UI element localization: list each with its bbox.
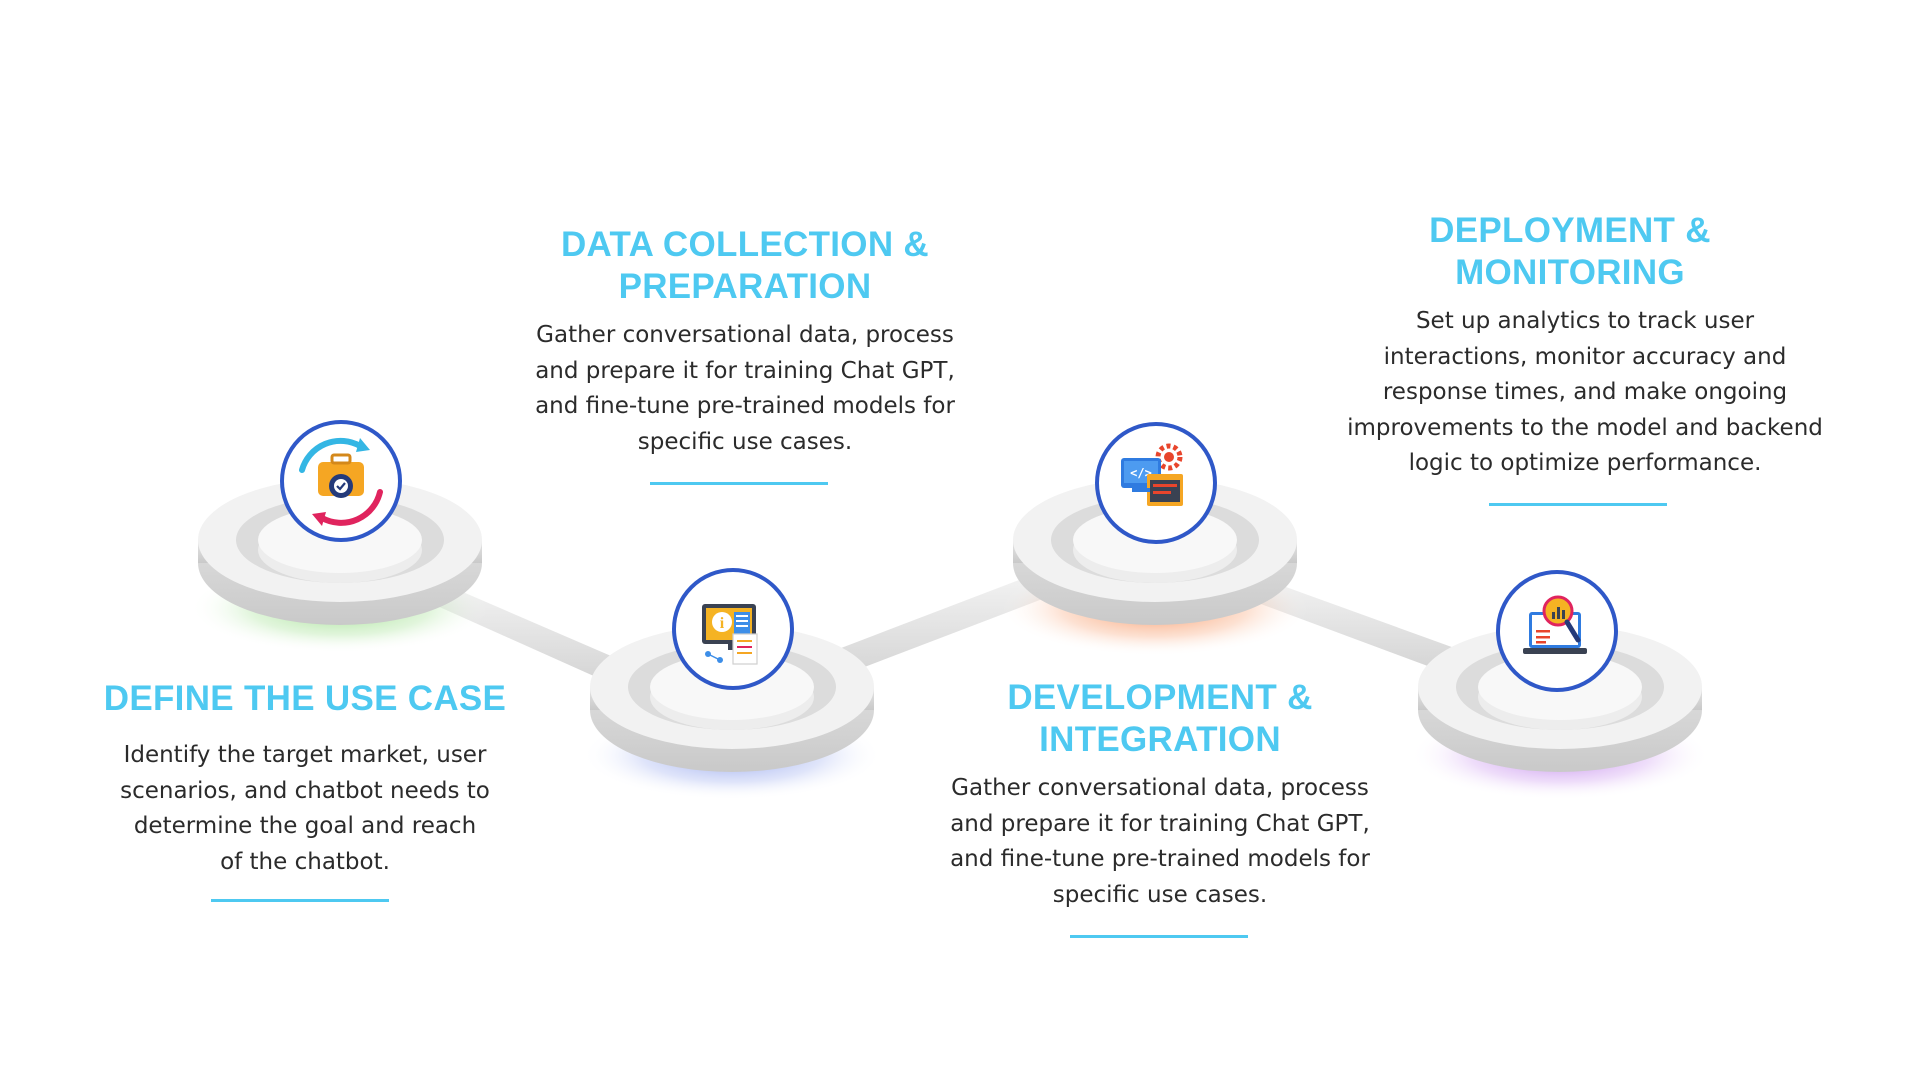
- step-title: DEFINE THE USE CASE: [90, 678, 520, 720]
- desc-line: and fine-tune pre-trained models for: [535, 393, 955, 419]
- step-data-underline: [650, 482, 828, 485]
- icon-badge-dev: </>: [1095, 422, 1217, 544]
- beam-2-3: [815, 570, 1045, 686]
- analytics-laptop-magnifier-icon: [1523, 595, 1587, 654]
- step-description: Set up analytics to track user interacti…: [1300, 304, 1870, 482]
- title-line: PREPARATION: [618, 267, 872, 306]
- desc-line: specific use cases.: [637, 428, 853, 455]
- target-briefcase-cycle-icon: [299, 437, 383, 526]
- icon-badge-deploy: [1496, 570, 1618, 692]
- info-monitor-document-icon: i: [702, 604, 758, 665]
- icon-badge-data: i: [672, 568, 794, 690]
- code-window-gear-icon: </>: [1121, 443, 1183, 506]
- step-description: Gather conversational data, process and …: [920, 771, 1400, 913]
- step-data: DATA COLLECTION & PREPARATION Gather con…: [505, 224, 985, 460]
- connector-beams: [435, 570, 1460, 690]
- desc-line: and prepare it for training Chat GPT,: [950, 810, 1370, 837]
- desc-line: Gather conversational data, process: [951, 775, 1369, 801]
- icon-badge-define: [280, 420, 402, 542]
- desc-line: Identify the target market, user: [123, 742, 487, 768]
- step-description: Identify the target market, user scenari…: [90, 738, 520, 880]
- step-title: DATA COLLECTION & PREPARATION: [505, 224, 985, 308]
- step-dev: DEVELOPMENT & INTEGRATION Gather convers…: [920, 677, 1400, 913]
- desc-line: interactions, monitor accuracy and: [1383, 343, 1787, 370]
- step-deploy-underline: [1489, 503, 1667, 506]
- step-title: DEVELOPMENT & INTEGRATION: [920, 677, 1400, 761]
- desc-line: Gather conversational data, process: [536, 322, 954, 348]
- title-line: DEVELOPMENT &: [1007, 678, 1313, 717]
- desc-line: Set up analytics to track user: [1415, 308, 1755, 334]
- title-line: MONITORING: [1455, 253, 1685, 292]
- title-line: INTEGRATION: [1039, 720, 1281, 759]
- step-title: DEPLOYMENT & MONITORING: [1300, 210, 1840, 294]
- desc-line: specific use cases.: [1052, 881, 1268, 908]
- desc-line: scenarios, and chatbot needs to: [120, 777, 490, 804]
- step-define: DEFINE THE USE CASE Identify the target …: [90, 678, 520, 880]
- svg-text:</>: </>: [1130, 466, 1152, 480]
- svg-text:i: i: [720, 615, 725, 632]
- desc-line: improvements to the model and backend: [1347, 414, 1823, 441]
- desc-line: of the chatbot.: [220, 848, 390, 875]
- desc-line: and fine-tune pre-trained models for: [950, 846, 1370, 872]
- desc-line: logic to optimize performance.: [1408, 450, 1762, 476]
- title-line: DEPLOYMENT &: [1429, 211, 1711, 250]
- desc-line: response times, and make ongoing: [1382, 379, 1788, 405]
- title-line: DEFINE THE USE CASE: [103, 679, 507, 718]
- title-line: DATA COLLECTION &: [560, 225, 930, 264]
- desc-line: and prepare it for training Chat GPT,: [535, 357, 955, 384]
- desc-line: determine the goal and reach: [133, 813, 477, 839]
- step-deploy: DEPLOYMENT & MONITORING Set up analytics…: [1300, 210, 1870, 482]
- step-dev-underline: [1070, 935, 1248, 938]
- step-define-underline: [211, 899, 389, 902]
- step-description: Gather conversational data, process and …: [505, 318, 985, 460]
